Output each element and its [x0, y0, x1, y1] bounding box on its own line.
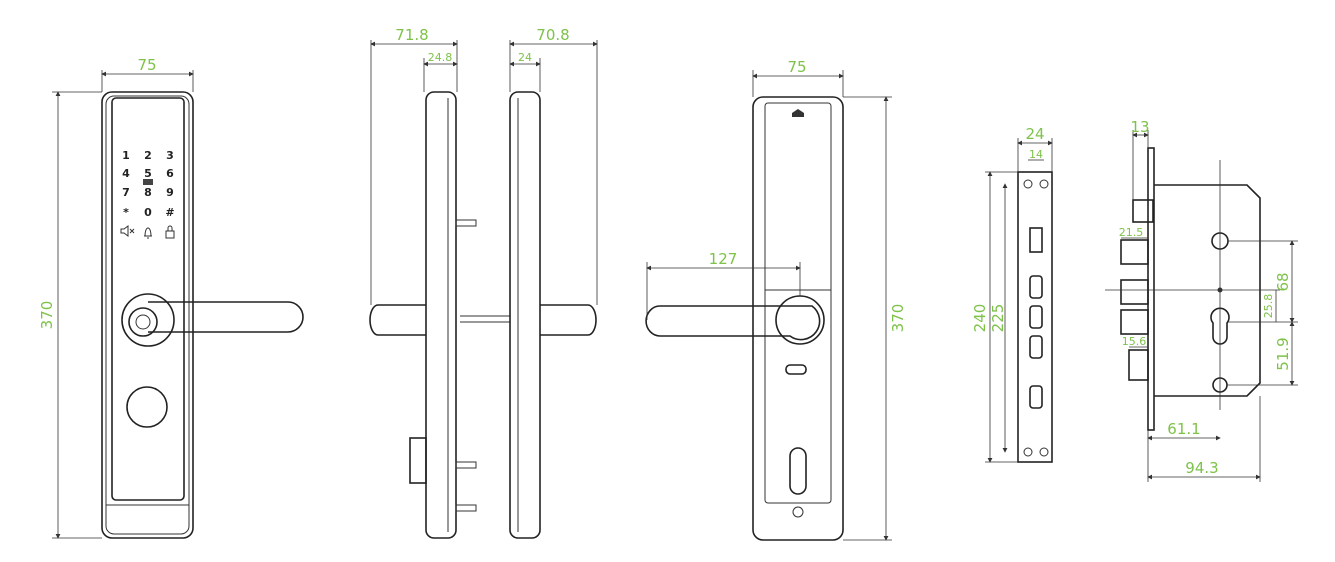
- front-handle[interactable]: [121, 293, 304, 347]
- front-height-dim: 370: [38, 301, 56, 330]
- cylinder-hole: [1210, 307, 1230, 345]
- front-view: 1 2 3 4 5 6 7 8 9 * 0 # 75 370: [38, 56, 304, 539]
- strike-plate: 24 14 240 225: [971, 125, 1053, 463]
- latch-bolt: [1120, 309, 1149, 335]
- left-depth-dim: 71.8: [395, 26, 428, 44]
- back-height-dim: 370: [889, 304, 907, 333]
- fingerprint-sensor[interactable]: [135, 314, 151, 330]
- bell-icon[interactable]: [144, 227, 152, 239]
- deadbolt: [1120, 239, 1149, 265]
- mortise-lock-body: 13 21.5 15.6 68 25.8 51.9 61.1 94.3: [1105, 118, 1298, 482]
- key-3[interactable]: 3: [166, 149, 174, 162]
- lower-distance-dim: 51.9: [1274, 337, 1292, 370]
- key-cylinder[interactable]: [789, 447, 807, 495]
- side-view-left: 71.8 24.8: [369, 26, 477, 539]
- back-handle[interactable]: [645, 295, 825, 345]
- latch-dim: 15.6: [1122, 335, 1147, 348]
- front-width-dim: 75: [137, 56, 156, 74]
- key-1[interactable]: 1: [122, 149, 130, 162]
- strike-length-dim: 240: [971, 304, 989, 333]
- back-view: 75 370 127: [645, 58, 907, 541]
- key-5[interactable]: 5: [144, 167, 152, 180]
- key-2[interactable]: 2: [144, 149, 152, 162]
- key-6[interactable]: 6: [166, 167, 174, 180]
- mute-icon[interactable]: [120, 225, 135, 237]
- key-star[interactable]: *: [123, 206, 129, 219]
- key-8[interactable]: 8: [144, 186, 152, 199]
- key-9[interactable]: 9: [166, 186, 174, 199]
- battery-cover-icon: [792, 109, 804, 117]
- display-indicator: [143, 179, 153, 185]
- screw-icon: [792, 506, 804, 518]
- hole-spacing-dim: 14: [1029, 148, 1043, 161]
- key-hash[interactable]: #: [165, 206, 174, 219]
- keypad[interactable]: 1 2 3 4 5 6 7 8 9 * 0 #: [120, 149, 175, 239]
- hole-distance-dim: 225: [989, 304, 1007, 333]
- backset-dim: 61.1: [1167, 420, 1200, 438]
- back-width-dim: 75: [787, 58, 806, 76]
- lock-icon[interactable]: [165, 225, 175, 239]
- key-7[interactable]: 7: [122, 186, 130, 199]
- strike-width-dim: 24: [1025, 125, 1044, 143]
- key-0[interactable]: 0: [144, 206, 152, 219]
- left-body-dim: 24.8: [428, 51, 453, 64]
- right-body-dim: 24: [518, 51, 532, 64]
- spindle-distance-dim: 68: [1274, 272, 1292, 291]
- side-view-right: 70.8 24: [509, 26, 598, 539]
- right-depth-dim: 70.8: [536, 26, 569, 44]
- faceplate-dim: 13: [1130, 118, 1149, 136]
- key-4[interactable]: 4: [122, 167, 130, 180]
- privacy-switch[interactable]: [785, 364, 807, 375]
- cylinder-offset-dim: 25.8: [1262, 294, 1275, 319]
- case-depth-dim: 94.3: [1185, 459, 1218, 477]
- deadbolt-dim: 21.5: [1119, 226, 1144, 239]
- camera-lens: [126, 386, 168, 428]
- handle-length-dim: 127: [709, 250, 738, 268]
